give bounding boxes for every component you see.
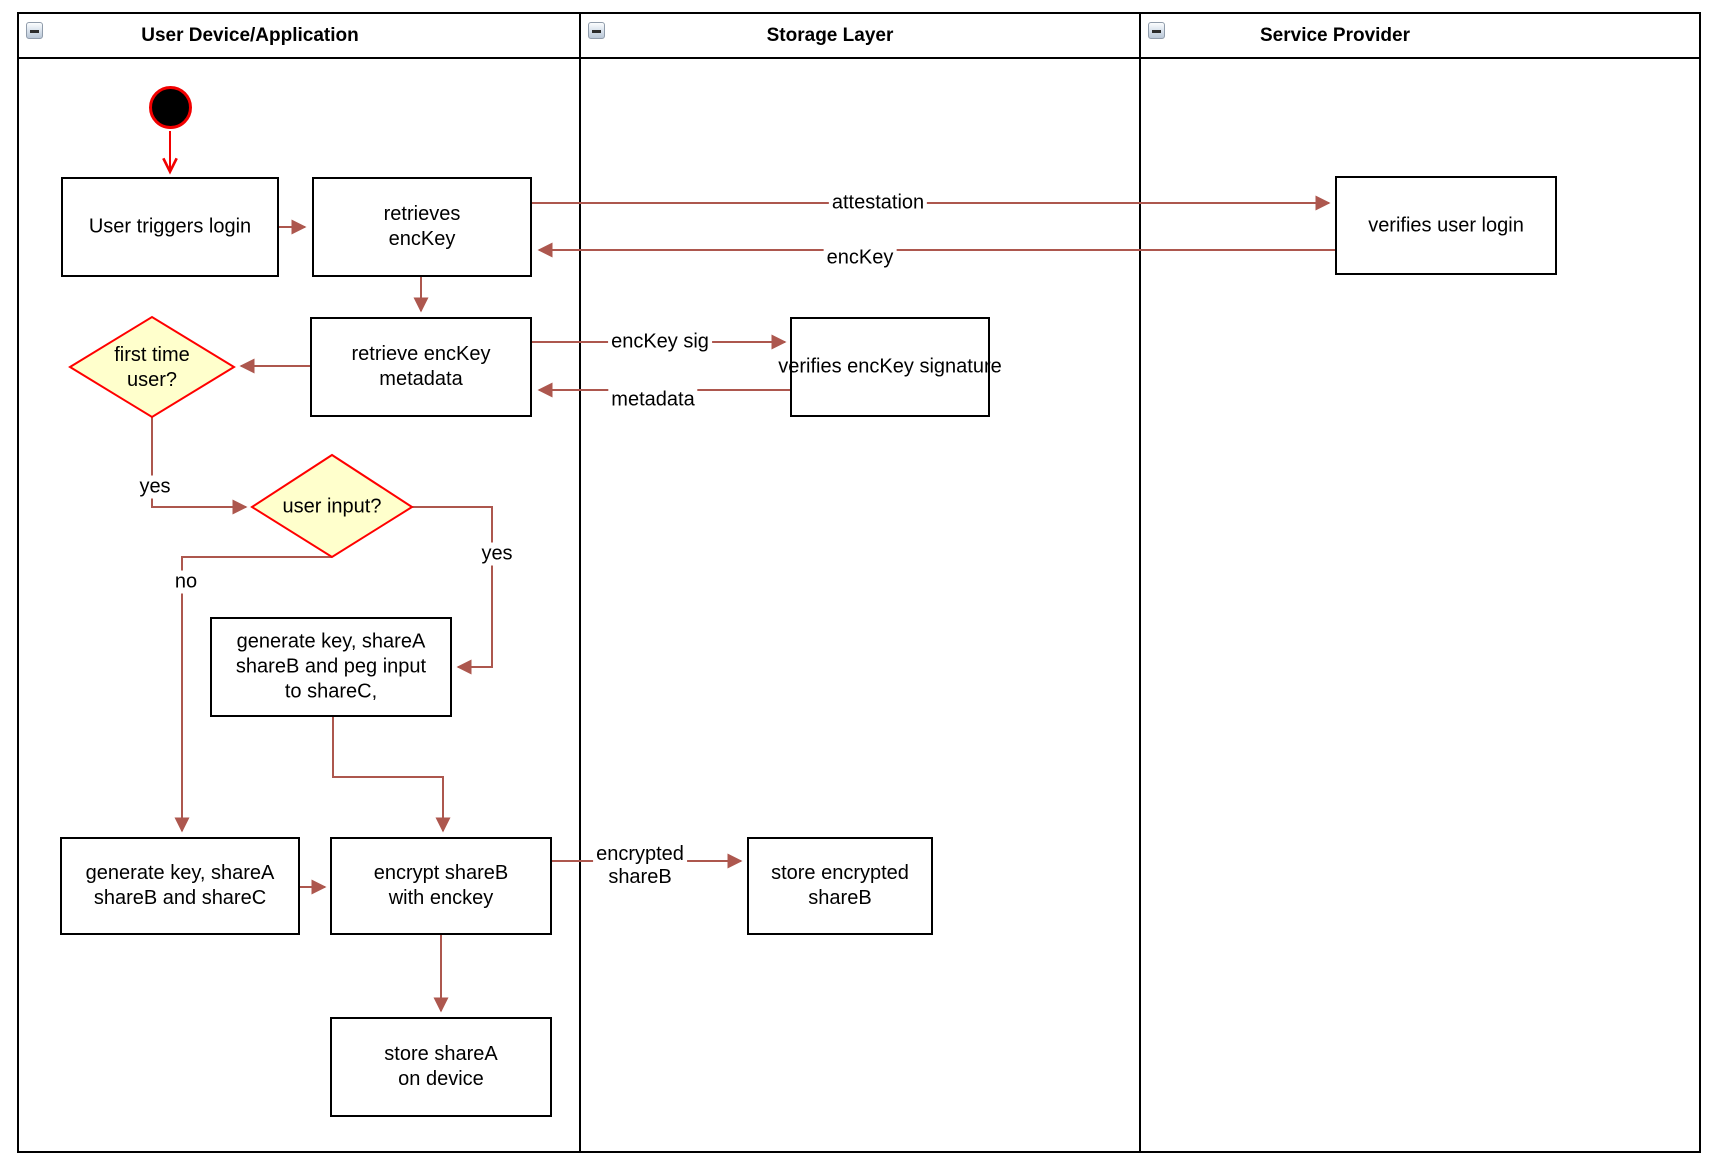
decision-user-input[interactable]: [250, 453, 414, 559]
edge-label-yes-user-input: yes: [478, 542, 516, 566]
node-label: verifies user login: [1368, 214, 1524, 236]
node-label: verifies encKey signature: [778, 355, 1002, 378]
edge-label-encrypted-shareb: encrypted shareB: [593, 843, 687, 889]
lane-title-storage-layer[interactable]: Storage Layer: [766, 24, 894, 46]
edge-label-enckey-sig: encKey sig: [608, 330, 712, 354]
decision-user-input-label: user input?: [282, 495, 382, 518]
edge-label-yes-first-time: yes: [136, 475, 174, 499]
node-label: store shareA on device: [384, 1043, 498, 1090]
lane-title-user-device[interactable]: User Device/Application: [141, 24, 359, 46]
node-generate-key-peg[interactable]: generate key, shareA shareB and peg inpu…: [210, 617, 452, 717]
start-node[interactable]: [149, 86, 192, 129]
node-verifies-user-login[interactable]: verifies user login: [1335, 176, 1557, 275]
decision-first-time-user[interactable]: [68, 315, 236, 419]
node-label: encrypt shareB with enckey: [373, 862, 509, 909]
node-label: retrieve encKey metadata: [351, 343, 491, 390]
node-label: generate key, shareA shareB and shareC: [85, 862, 275, 909]
collapse-lane-1-button minus-icon[interactable]: [26, 22, 43, 39]
edge-userinput-yes: [412, 506, 493, 675]
node-user-triggers-login[interactable]: User triggers login: [61, 177, 279, 277]
node-store-encrypted-shareb[interactable]: store encrypted shareB: [747, 837, 933, 935]
edge-peg-to-encrypt: [332, 717, 451, 833]
node-encrypt-shareb[interactable]: encrypt shareB with enckey: [330, 837, 552, 935]
node-verifies-enckey-signature[interactable]: verifies encKey signature: [778, 317, 1002, 417]
pool-border: [17, 12, 1701, 1153]
node-store-sharea[interactable]: store shareA on device: [330, 1017, 552, 1117]
node-retrieve-enckey-metadata[interactable]: retrieve encKey metadata: [310, 317, 532, 417]
node-label: User triggers login: [88, 215, 252, 238]
edge-label-enckey: encKey: [823, 246, 897, 270]
node-generate-key-abc[interactable]: generate key, shareA shareB and shareC: [60, 837, 300, 935]
node-retrieves-enckey[interactable]: retrieves encKey: [312, 177, 532, 277]
edge-firsttime-yes: [151, 417, 248, 515]
lane-title-service-provider[interactable]: Service Provider: [1260, 24, 1410, 46]
node-label: retrieves encKey: [383, 203, 461, 250]
collapse-lane-3-button minus-icon[interactable]: [1148, 22, 1165, 39]
edge-label-metadata: metadata: [608, 388, 698, 412]
node-label: generate key, shareA shareB and peg inpu…: [235, 630, 427, 703]
edge-userinput-no: [174, 556, 332, 833]
node-label: store encrypted shareB: [771, 862, 909, 909]
collapse-lane-2-button minus-icon[interactable]: [588, 22, 605, 39]
edge-label-no: no: [171, 570, 201, 594]
edge-label-attestation: attestation: [828, 191, 928, 215]
decision-first-time-user-label: first time user?: [114, 344, 190, 391]
